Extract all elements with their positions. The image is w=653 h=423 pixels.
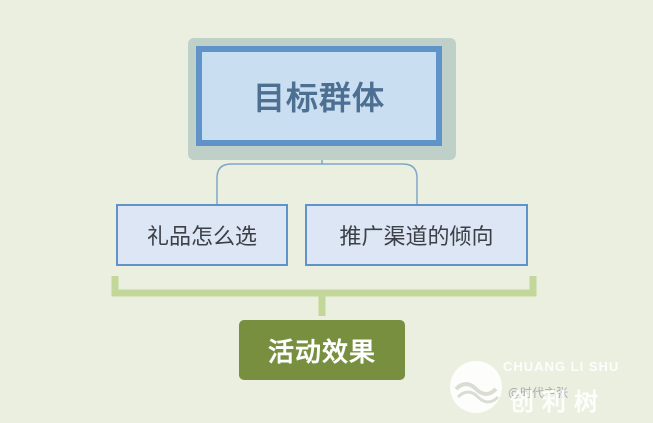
root-node[interactable]: 目标群体 bbox=[196, 46, 442, 146]
child-node-gift-choice[interactable]: 礼品怎么选 bbox=[116, 204, 288, 266]
watermark-logo-icon bbox=[450, 361, 502, 413]
summary-node[interactable]: 活动效果 bbox=[239, 320, 405, 380]
child-node-label: 推广渠道的倾向 bbox=[339, 225, 494, 250]
watermark-chinese-text: 创利树 bbox=[510, 388, 606, 416]
child-node-label: 礼品怎么选 bbox=[146, 225, 257, 250]
child-node-channel-preference[interactable]: 推广渠道的倾向 bbox=[305, 204, 528, 266]
connector-root-to-children bbox=[216, 158, 418, 204]
summary-node-label: 活动效果 bbox=[267, 337, 376, 368]
summary-bracket bbox=[111, 276, 537, 316]
root-node-label: 目标群体 bbox=[252, 79, 385, 117]
watermark-caption: @时代主张 bbox=[508, 386, 569, 400]
watermark-latin-text: CHUANG LI SHU bbox=[503, 359, 620, 374]
